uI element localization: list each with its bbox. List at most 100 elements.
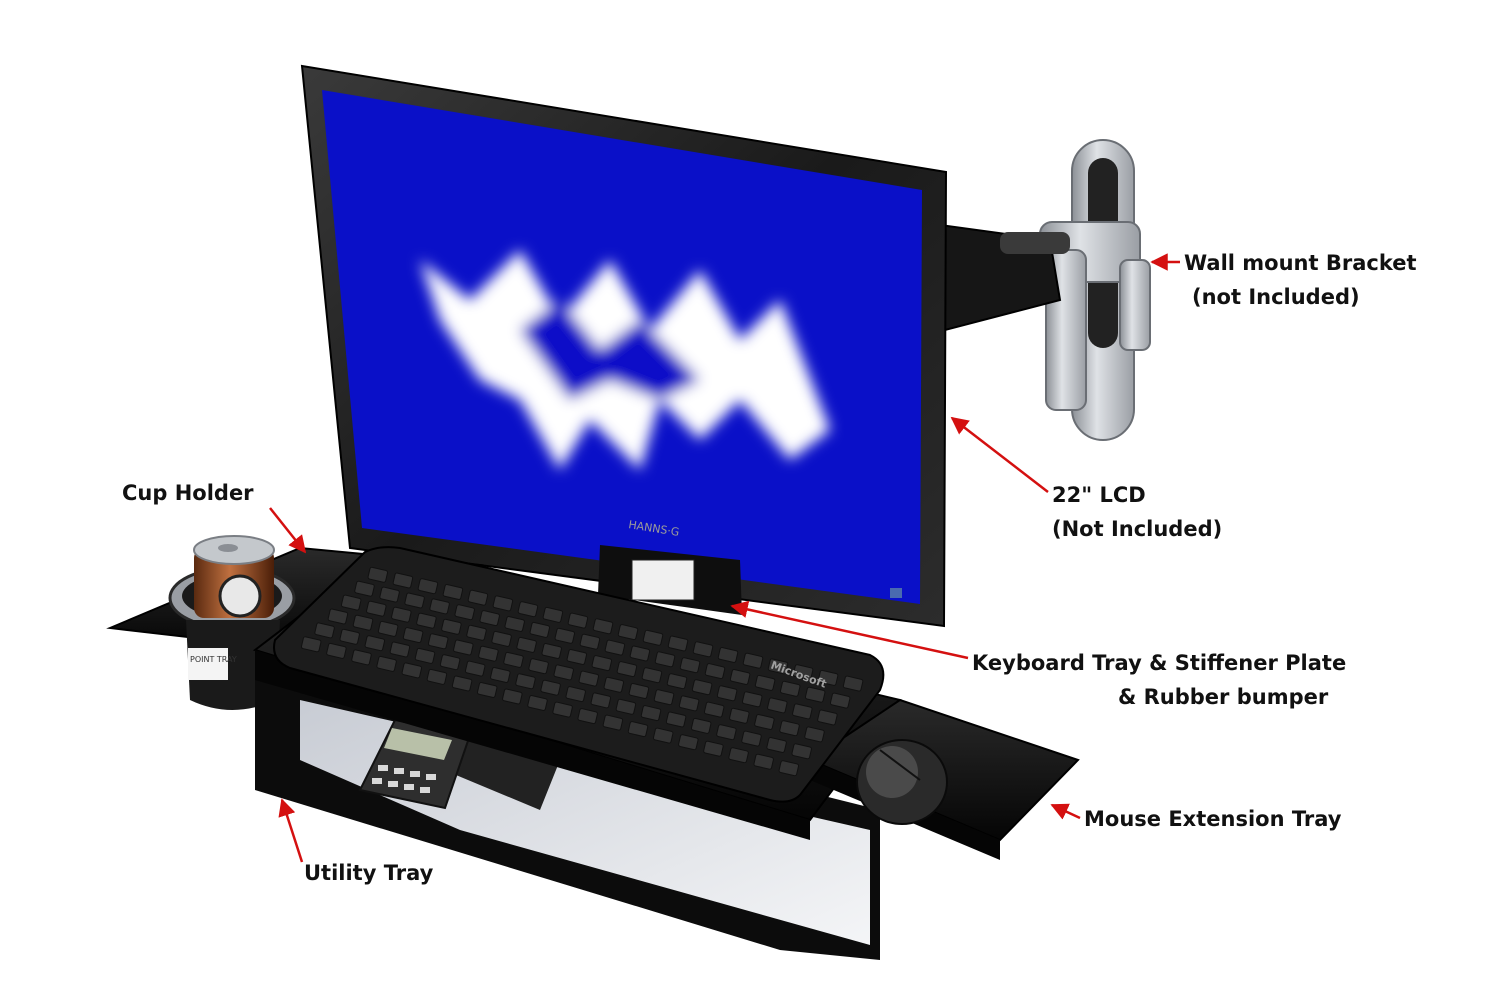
keyboard-key	[490, 667, 511, 683]
keyboard-key	[779, 720, 800, 737]
computer-mouse	[856, 739, 948, 825]
keyboard-key	[566, 649, 588, 665]
keyboard-key	[404, 592, 425, 609]
callout-keyboard-tray: Keyboard Tray & Stiffener Plate & Rubber…	[972, 646, 1346, 714]
calculator	[358, 718, 472, 810]
callout-utility-tray: Utility Tray	[304, 856, 433, 890]
keyboard-key	[778, 760, 800, 777]
keyboard-key	[527, 695, 548, 711]
keyboard-key	[401, 662, 423, 679]
keyboard-key	[426, 668, 448, 685]
keyboard-key	[590, 692, 612, 709]
keyboard-key	[441, 618, 462, 635]
callout-arrows	[269, 253, 1180, 863]
arrow-lcd	[950, 416, 1049, 493]
keyboard-key	[766, 737, 787, 753]
keyboard-key	[791, 743, 812, 760]
keyboard-key	[817, 709, 838, 726]
keyboard-key	[753, 753, 774, 770]
keyboard-key	[389, 641, 411, 658]
keyboard-key	[754, 674, 776, 691]
callout-keyboard-tray-line1: Keyboard Tray & Stiffener Plate	[972, 651, 1347, 675]
keyboard-key	[716, 724, 737, 741]
keyboard-key	[366, 600, 387, 617]
keyboard-key	[391, 606, 412, 623]
keyboard-key	[502, 688, 523, 705]
keyboard-key	[627, 721, 649, 738]
keyboard-key	[779, 680, 801, 697]
keyboard-key	[579, 633, 601, 650]
keyboard-key	[416, 612, 437, 629]
keyboard-key	[340, 594, 362, 611]
keyboard-key	[629, 645, 651, 662]
keyboard-key	[615, 698, 637, 715]
keyboard-key	[716, 685, 738, 702]
keyboard-key	[451, 675, 473, 692]
keyboard-key	[529, 621, 551, 638]
keyboard-key	[804, 726, 825, 743]
keyboard-key	[515, 673, 536, 690]
lcd-monitor: HANNS·G	[300, 64, 948, 628]
keyboard-key	[528, 658, 549, 675]
keyboard-key	[442, 584, 464, 600]
keyboard-key	[492, 595, 514, 612]
keyboard-key	[367, 566, 389, 583]
keyboard-key	[567, 612, 589, 629]
keyboard-key	[578, 670, 600, 687]
callout-wall-mount-line1: Wall mount Bracket	[1184, 251, 1417, 275]
keyboard-key	[591, 655, 613, 672]
callout-keyboard-tray-line2: & Rubber bumper	[1118, 685, 1329, 709]
keyboard-key	[628, 683, 650, 699]
keyboard-key	[402, 627, 424, 644]
wallpaper-graphic	[420, 250, 830, 470]
keyboard-key	[577, 708, 598, 725]
keyboard-key	[792, 664, 814, 681]
keyboard-key	[504, 616, 525, 632]
keyboard-key	[491, 630, 512, 647]
keyboard-key	[817, 669, 839, 686]
keyboard-key	[464, 660, 486, 677]
keyboard-key	[466, 624, 487, 641]
callout-cup-holder-line1: Cup Holder	[122, 481, 254, 505]
keyboard-key	[554, 627, 576, 644]
keyboard-key	[417, 578, 439, 595]
keyboard-key	[741, 691, 763, 708]
keyboard-key	[767, 658, 789, 675]
keyboard-key	[667, 635, 689, 652]
keyboard-key	[542, 606, 564, 623]
drink-can	[193, 535, 275, 618]
keyboard-key	[652, 727, 674, 744]
keyboard-key	[729, 669, 751, 685]
keyboard-key	[842, 675, 864, 692]
keyboard-key	[326, 642, 347, 659]
keyboard-key	[314, 622, 335, 639]
keyboard-key	[767, 697, 788, 714]
keyboard: Microsoft	[273, 546, 885, 803]
keyboard-key	[728, 747, 749, 764]
keyboard-key	[467, 589, 489, 606]
keyboard-key	[602, 714, 624, 731]
keyboard-key	[516, 636, 537, 653]
callout-mouse-tray-line1: Mouse Extension Tray	[1084, 807, 1342, 831]
keyboard-key	[429, 598, 450, 615]
keyboard-key	[804, 686, 826, 703]
keyboard-key	[691, 679, 713, 696]
keyboard-key	[392, 572, 414, 589]
keyboard-key	[351, 649, 372, 666]
keyboard-key	[439, 654, 461, 671]
keyboard-key	[654, 651, 676, 668]
keyboard-key	[327, 608, 349, 625]
callout-lcd: 22" LCD (Not Included)	[1052, 478, 1222, 546]
arrow-mouse-tray	[1050, 803, 1081, 820]
keyboard-key	[427, 633, 449, 650]
keyboard-key	[792, 703, 813, 720]
monitor-stand	[598, 545, 742, 615]
keyboard-key	[754, 714, 775, 730]
keyboard-key	[478, 645, 499, 662]
keyboard-key	[553, 664, 574, 681]
keyboard-key	[377, 620, 399, 637]
callout-wall-mount: Wall mount Bracket (not Included)	[1184, 246, 1417, 314]
cup-sleeve-label: POINT TRAY	[190, 655, 237, 664]
keyboard-key	[641, 667, 663, 684]
